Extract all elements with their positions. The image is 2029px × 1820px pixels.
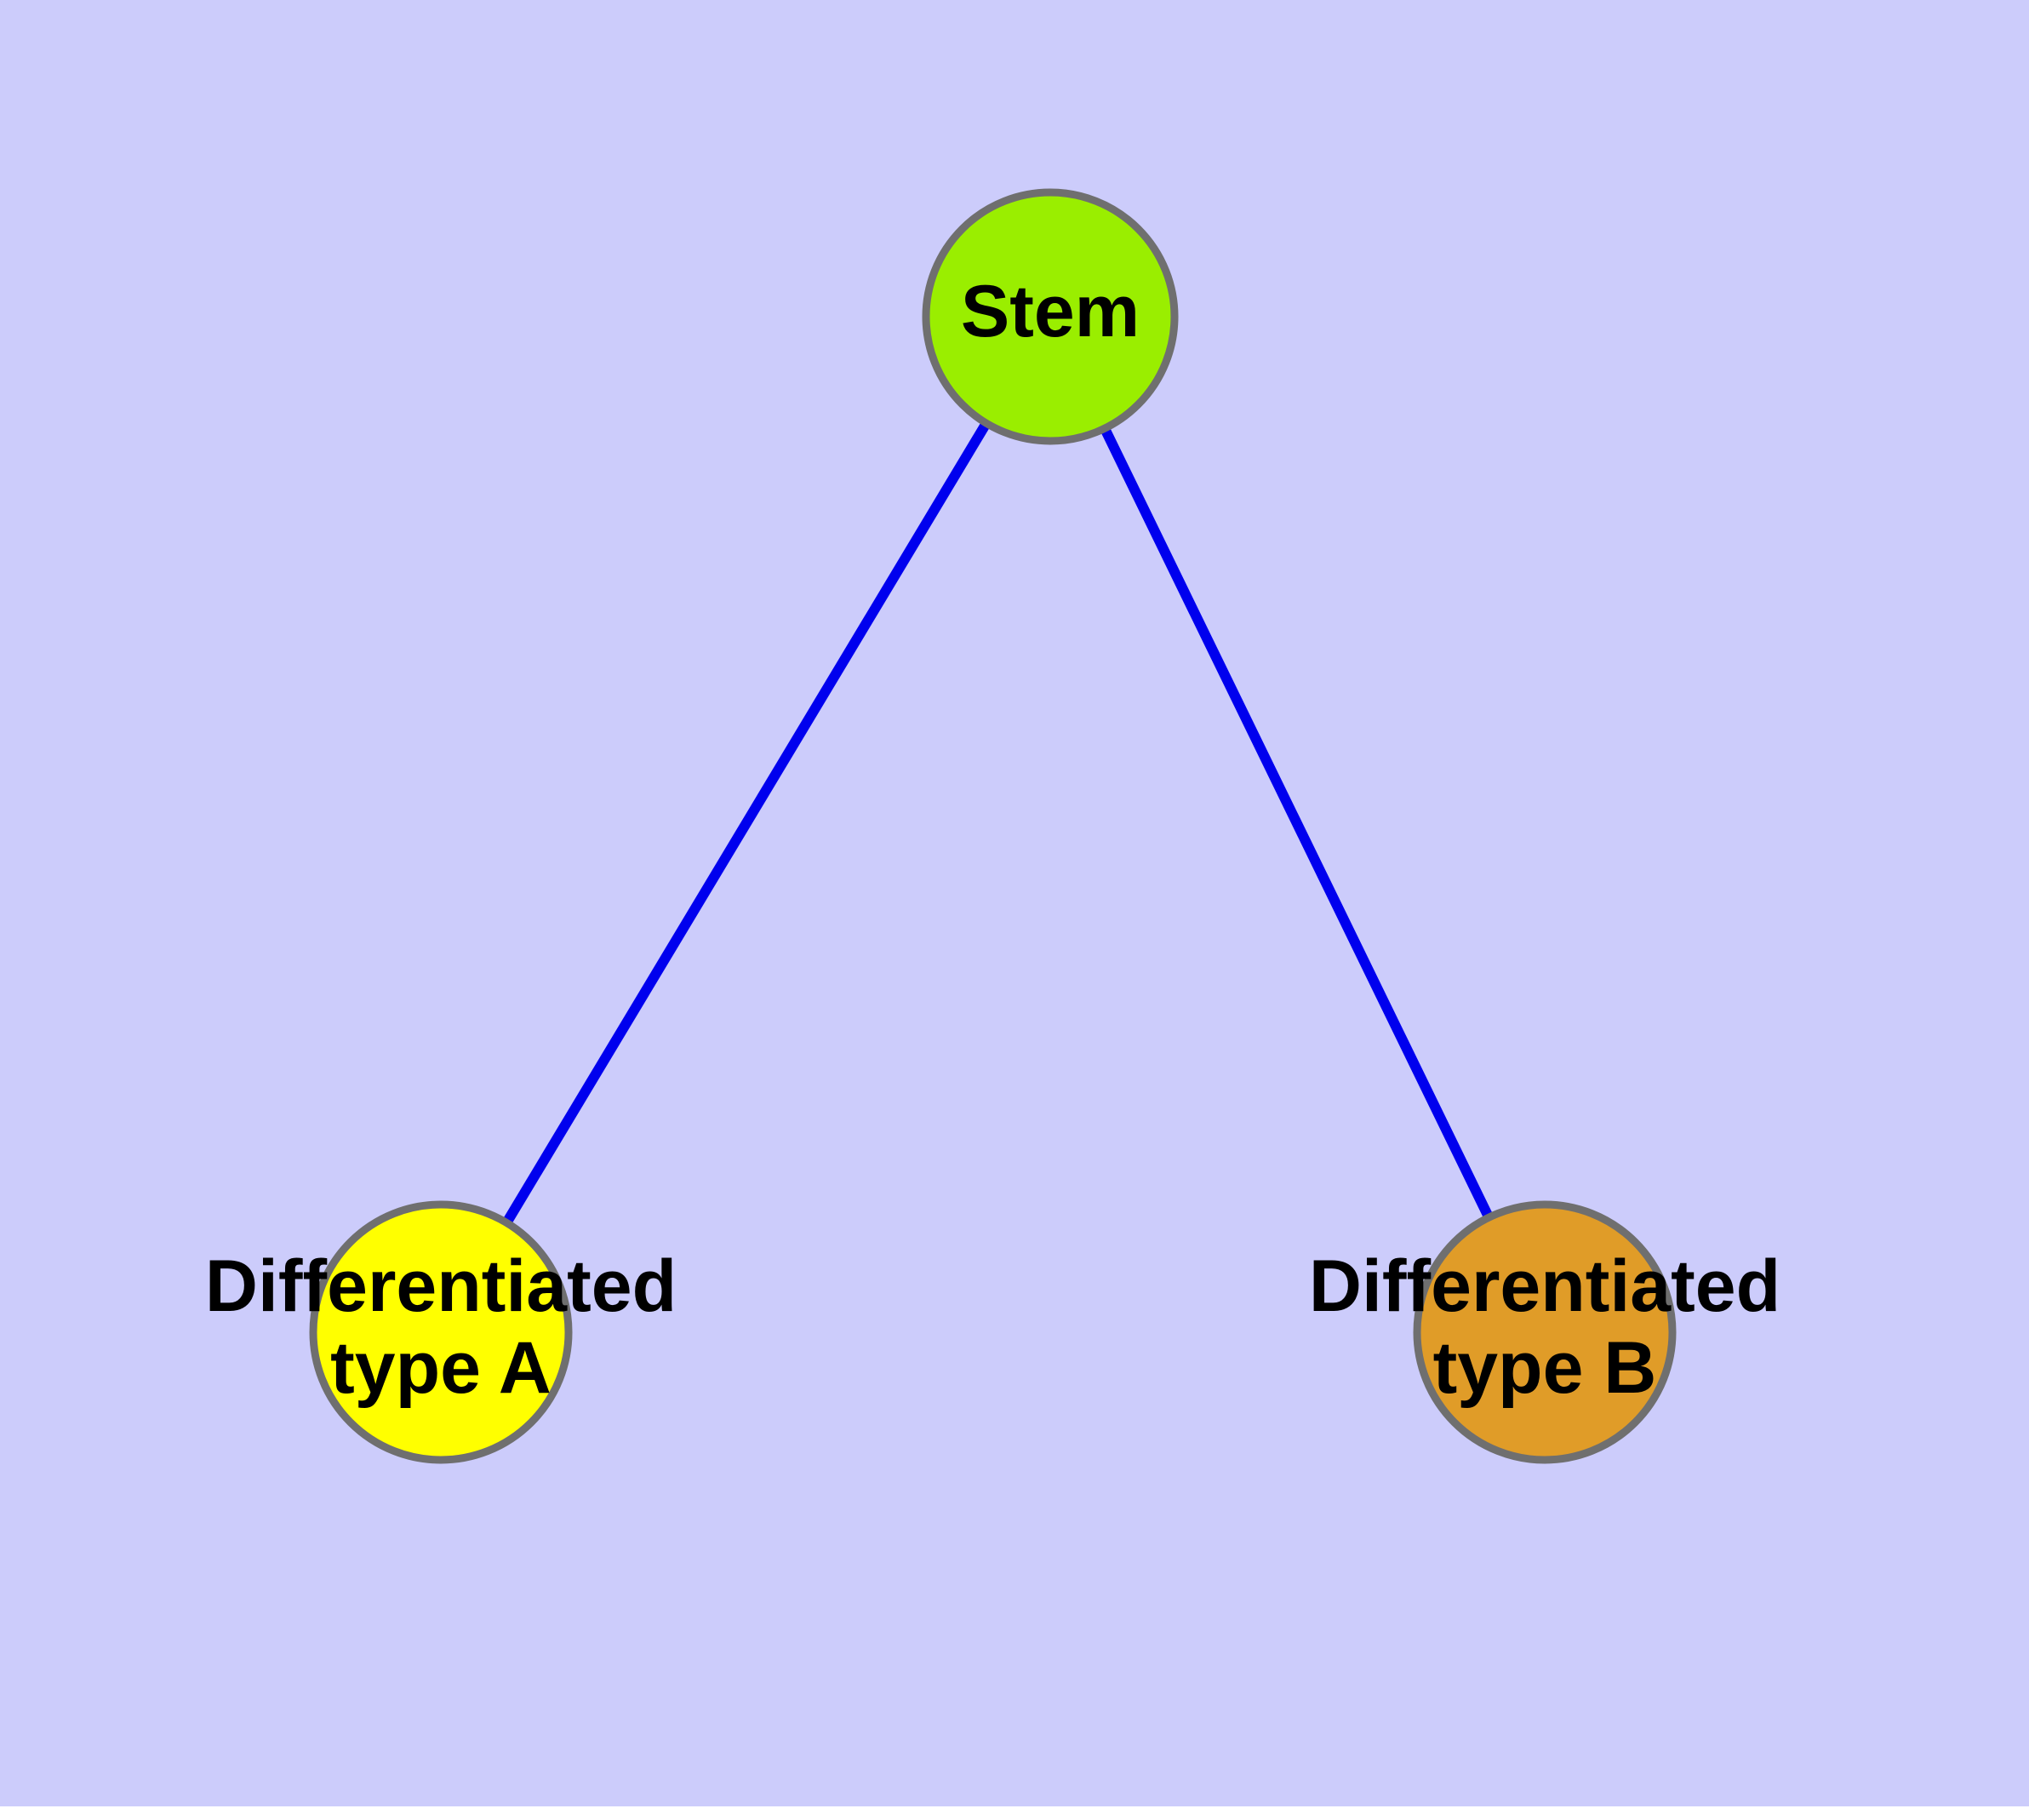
graph-node-diff-a[interactable]	[309, 1200, 573, 1464]
node-label-stem: Stem	[961, 271, 1140, 352]
node-label-line: type A	[330, 1327, 552, 1409]
node-label-line: Differentiated	[205, 1245, 677, 1327]
node-label-line: Differentiated	[1309, 1245, 1780, 1327]
node-label-line: type B	[1433, 1327, 1657, 1409]
edges-layer	[436, 313, 1550, 1336]
nodes-layer	[309, 188, 1677, 1464]
node-label-line: Stem	[961, 271, 1140, 352]
graph-edge	[436, 313, 1055, 1336]
graph-node-diff-b[interactable]	[1413, 1200, 1677, 1464]
graph-edge	[1045, 314, 1550, 1335]
graph-node-stem[interactable]	[922, 188, 1179, 445]
